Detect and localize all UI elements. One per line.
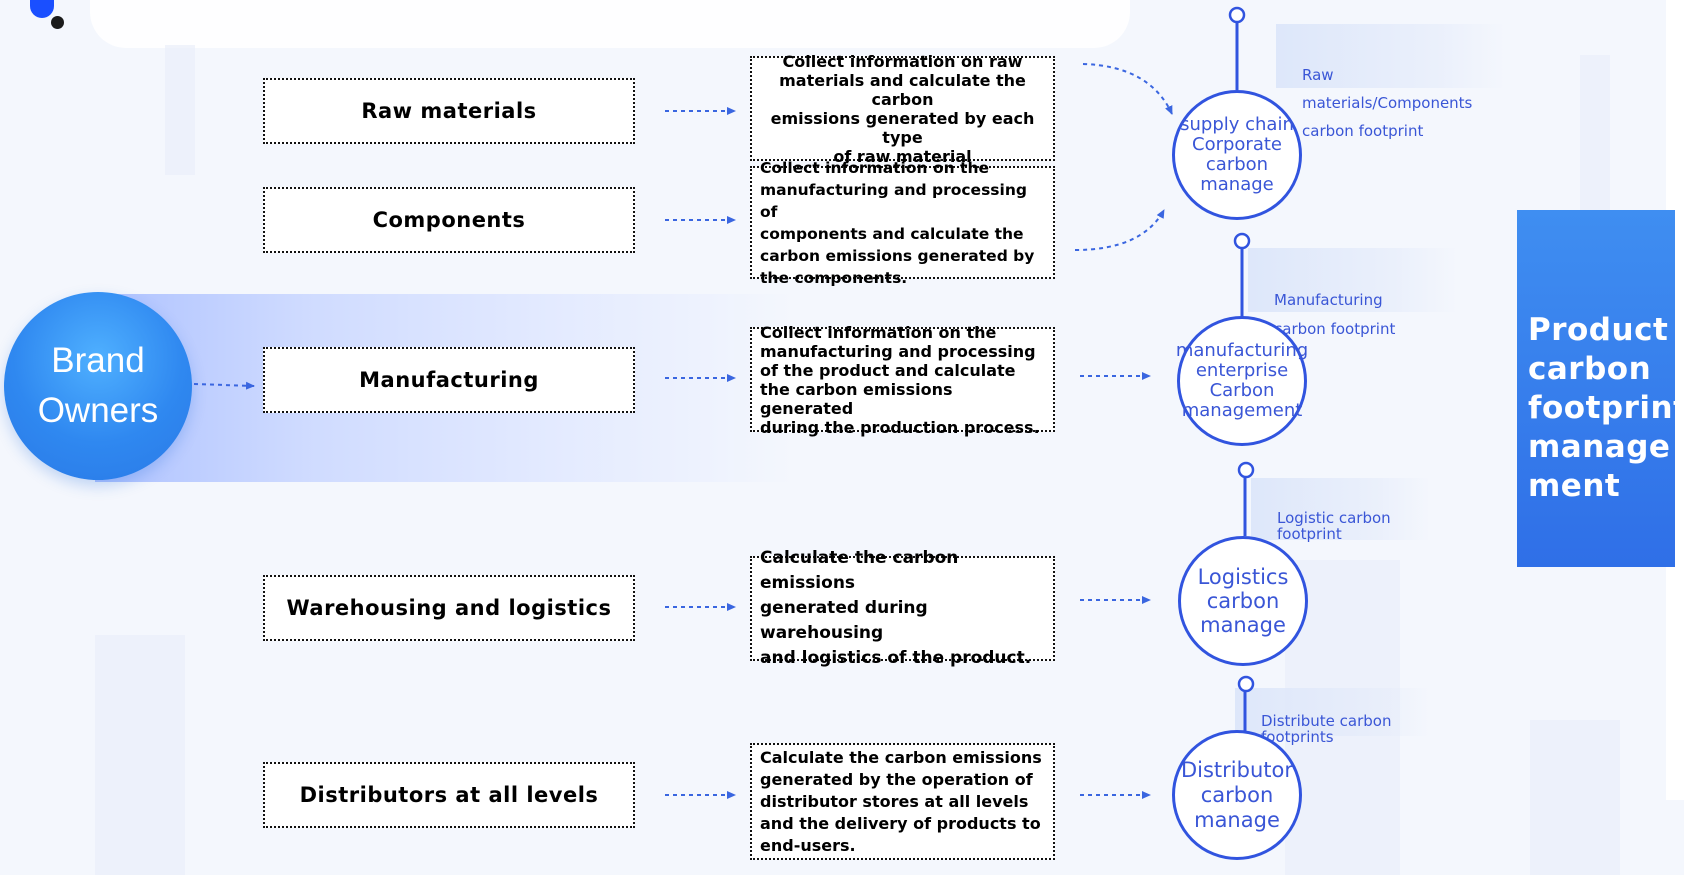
stage-box-distributors: Distributors at all levels: [263, 762, 635, 828]
stage-box-components: Components: [263, 187, 635, 253]
footprint-tag-supply: Raw materials/Components carbon footprin…: [1276, 24, 1506, 140]
stage-box-manufacturing: Manufacturing: [263, 347, 635, 413]
top-panel: [90, 0, 1130, 48]
right-strip: [1666, 0, 1684, 800]
footprint-node-distributor: Distributor carbon manage: [1172, 730, 1302, 860]
stage-label: Distributors at all levels: [299, 783, 599, 807]
pin-head: [1237, 461, 1255, 479]
footprint-tag-text: Logistic carbon footprint: [1277, 509, 1391, 543]
desc-text: Collect information on the manufacturing…: [760, 158, 1035, 287]
footprint-node-text: manufacturing enterprise Carbon manageme…: [1175, 340, 1309, 421]
footprint-tag-text: Manufacturing carbon footprint: [1274, 291, 1396, 338]
desc-box-logistics: Calculate the carbon emissions generated…: [750, 548, 1055, 668]
brand-owners-circle: Brand Owners: [4, 292, 192, 480]
bg-bar: [1580, 55, 1610, 215]
stage-label: Raw materials: [361, 99, 537, 123]
stage-label: Components: [372, 208, 526, 232]
footprint-tag-text: Distribute carbon footprints: [1261, 712, 1392, 746]
pin-head: [1228, 6, 1246, 24]
footprint-node-text: Logistics carbon manage: [1197, 565, 1289, 637]
arrows: [193, 63, 1173, 799]
logo-dot-black: [51, 16, 64, 29]
desc-box-raw-materials: Collect information on raw materials and…: [750, 52, 1055, 166]
footprint-tag-manufacturing: Manufacturing carbon footprint: [1248, 248, 1458, 338]
desc-text: Collect information on the manufacturing…: [760, 322, 1040, 437]
footprint-tag-logistics: Logistic carbon footprint: [1251, 478, 1431, 543]
arrow-brand-to-manufacturing: [193, 381, 255, 390]
desc-box-components: Collect information on the manufacturing…: [750, 159, 1055, 287]
brand-owners-label: Brand Owners: [37, 341, 159, 430]
footprint-node-logistics: Logistics carbon manage: [1178, 536, 1308, 666]
desc-box-manufacturing: Collect information on the manufacturing…: [750, 323, 1055, 437]
logo-dot-blue: [30, 0, 54, 18]
bg-bar: [1530, 720, 1620, 875]
bg-bar: [95, 635, 185, 875]
footprint-node-text: Distributor carbon manage: [1180, 757, 1293, 832]
footprint-tag-text: Raw materials/Components carbon footprin…: [1302, 66, 1473, 140]
desc-text: Calculate the carbon emissions generated…: [760, 747, 1042, 855]
arrow-raw-desc-to-supply: [1082, 63, 1173, 115]
stage-box-warehousing-logistics: Warehousing and logistics: [263, 575, 635, 641]
footprint-node-supply-chain: supply chain Corporate carbon manage: [1172, 90, 1302, 220]
stage-box-raw-materials: Raw materials: [263, 78, 635, 144]
stage-label: Manufacturing: [359, 368, 539, 392]
pin-heads: [1228, 6, 1255, 693]
footprint-node-text: supply chain Corporate carbon manage: [1180, 114, 1294, 195]
pin-lines: [1235, 22, 1247, 732]
bg-bar: [165, 45, 195, 175]
desc-text: Calculate the carbon emissions generated…: [760, 548, 1032, 668]
summary-box: Product carbon footprint manage ment: [1517, 210, 1684, 567]
desc-box-distributors: Calculate the carbon emissions generated…: [750, 743, 1055, 860]
arrow-components-desc-to-supply: [1074, 209, 1165, 251]
footprint-node-manufacturing: manufacturing enterprise Carbon manageme…: [1175, 316, 1309, 446]
stage-label: Warehousing and logistics: [286, 596, 612, 620]
footprint-tag-distributor: Distribute carbon footprints: [1235, 688, 1430, 745]
pin-head: [1233, 232, 1251, 250]
pin-head: [1237, 675, 1255, 693]
summary-label: Product carbon footprint manage ment: [1528, 312, 1684, 504]
desc-text: Collect information on raw materials and…: [770, 51, 1035, 166]
